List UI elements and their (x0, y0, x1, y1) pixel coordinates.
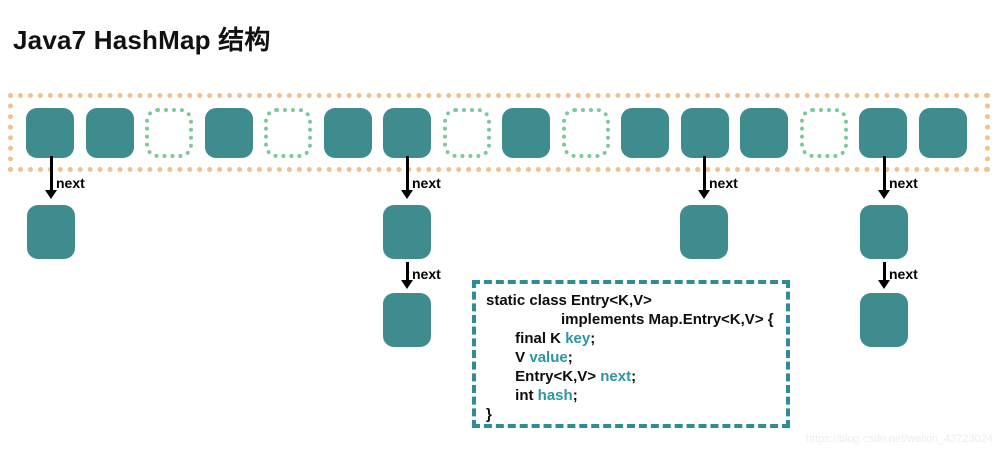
bucket-cell-filled (621, 107, 670, 158)
code-line: final K key; (486, 330, 596, 347)
bucket-cell-filled (204, 107, 253, 158)
next-arrow-head-icon (401, 280, 413, 289)
bucket-cell-filled (680, 107, 729, 158)
next-arrow-head-icon (45, 190, 57, 199)
entry-node (860, 293, 908, 347)
entry-node (860, 205, 908, 259)
next-arrow-line (702, 156, 706, 191)
next-arrow-label: next (889, 266, 918, 282)
next-arrow-label: next (889, 175, 918, 191)
next-arrow-label: next (412, 175, 441, 191)
page-title: Java7 HashMap 结构 (13, 25, 271, 55)
code-line: int hash; (486, 387, 578, 404)
next-arrow-head-icon (878, 280, 890, 289)
next-arrow-head-icon (878, 190, 890, 199)
code-line: } (486, 406, 492, 423)
bucket-cell-filled (918, 107, 967, 158)
bucket-cell-filled (26, 107, 74, 158)
entry-class-code: static class Entry<K,V> implements Map.E… (486, 291, 778, 424)
next-arrow-head-icon (401, 190, 413, 199)
bucket-cell-filled (740, 107, 789, 158)
entry-node (383, 293, 431, 347)
entry-node (27, 205, 75, 259)
next-arrow-label: next (709, 175, 738, 191)
watermark-url: https://blog.csdn.net/weixin_43723024 (805, 433, 993, 445)
next-arrow-line (49, 156, 53, 191)
bucket-cell-filled (502, 107, 551, 158)
bucket-cell-filled (859, 107, 908, 158)
bucket-cell-filled (383, 107, 432, 158)
code-line: static class Entry<K,V> (486, 292, 652, 309)
bucket-cell-empty (561, 107, 610, 158)
next-arrow-label: next (56, 175, 85, 191)
entry-class-code-box: static class Entry<K,V> implements Map.E… (472, 280, 790, 428)
bucket-cell-filled (323, 107, 372, 158)
bucket-cell-filled (85, 107, 134, 158)
bucket-cell-empty (799, 107, 848, 158)
next-arrow-line (405, 262, 409, 281)
next-arrow-line (882, 156, 886, 191)
code-line: Entry<K,V> next; (486, 368, 637, 385)
bucket-cell-empty (442, 107, 491, 158)
bucket-cell-empty (264, 107, 313, 158)
bucket-cell-empty (145, 107, 194, 158)
next-arrow-line (405, 156, 409, 191)
code-line: implements Map.Entry<K,V> { (486, 311, 774, 328)
entry-node (383, 205, 431, 259)
next-arrow-line (882, 262, 886, 281)
next-arrow-label: next (412, 266, 441, 282)
next-arrow-head-icon (698, 190, 710, 199)
hashmap-bucket-array (8, 93, 990, 172)
entry-node (680, 205, 728, 259)
code-line: V value; (486, 349, 573, 366)
